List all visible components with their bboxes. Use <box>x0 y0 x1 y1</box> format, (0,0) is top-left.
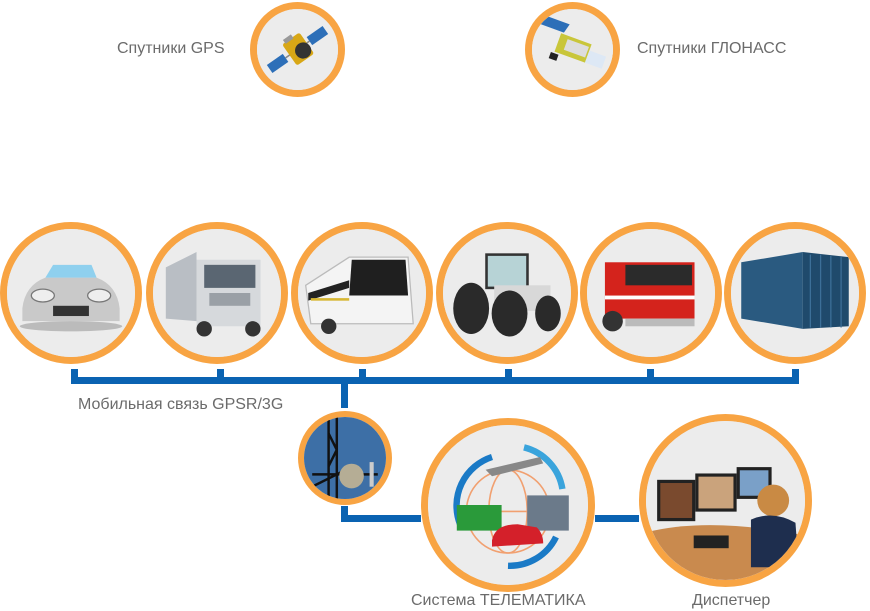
connector-to-tower <box>341 380 348 408</box>
connector-telematics-to-dispatcher <box>595 515 639 522</box>
fire-truck-icon <box>587 229 715 357</box>
vehicle-bus-connector <box>71 377 799 384</box>
connector-tower-down <box>341 506 348 522</box>
truck-icon <box>153 229 281 357</box>
gps-satellites-label: Спутники GPS <box>117 40 225 57</box>
connector-stub-container <box>792 369 799 384</box>
connector-tower-to-telematics <box>341 515 421 522</box>
tractor-icon <box>443 229 571 357</box>
dispatcher-label: Диспетчер <box>692 592 771 609</box>
telematics-globe-icon <box>428 425 588 585</box>
mobile-network-label: Мобильная связь GPSR/3G <box>78 396 284 413</box>
bus-icon <box>298 229 426 357</box>
gps-satellite-node <box>250 2 345 97</box>
vehicle-tractor-node <box>436 222 578 364</box>
telematics-label: Система ТЕЛЕМАТИКА <box>411 592 586 609</box>
dispatcher-operator-icon <box>646 421 805 580</box>
connector-stub-bus <box>359 369 366 384</box>
dispatcher-node <box>639 414 812 587</box>
vehicle-car-node <box>0 222 142 364</box>
telematics-system-node <box>421 418 595 592</box>
sports-car-icon <box>7 229 135 357</box>
connector-stub-car <box>71 369 78 384</box>
connector-stub-fire-truck <box>647 369 654 384</box>
glonass-satellite-node <box>525 2 620 97</box>
cell-tower-icon <box>304 417 386 499</box>
connector-stub-truck <box>217 369 224 384</box>
vehicle-truck-node <box>146 222 288 364</box>
connector-stub-tractor <box>505 369 512 384</box>
glonass-satellites-label: Спутники ГЛОНАСС <box>637 40 787 57</box>
glonass-satellite-icon <box>532 9 613 90</box>
vehicle-container-node <box>724 222 866 364</box>
vehicle-fire-truck-node <box>580 222 722 364</box>
shipping-container-icon <box>731 229 859 357</box>
cell-tower-node <box>298 411 392 505</box>
vehicle-bus-node <box>291 222 433 364</box>
gps-satellite-icon <box>257 9 338 90</box>
